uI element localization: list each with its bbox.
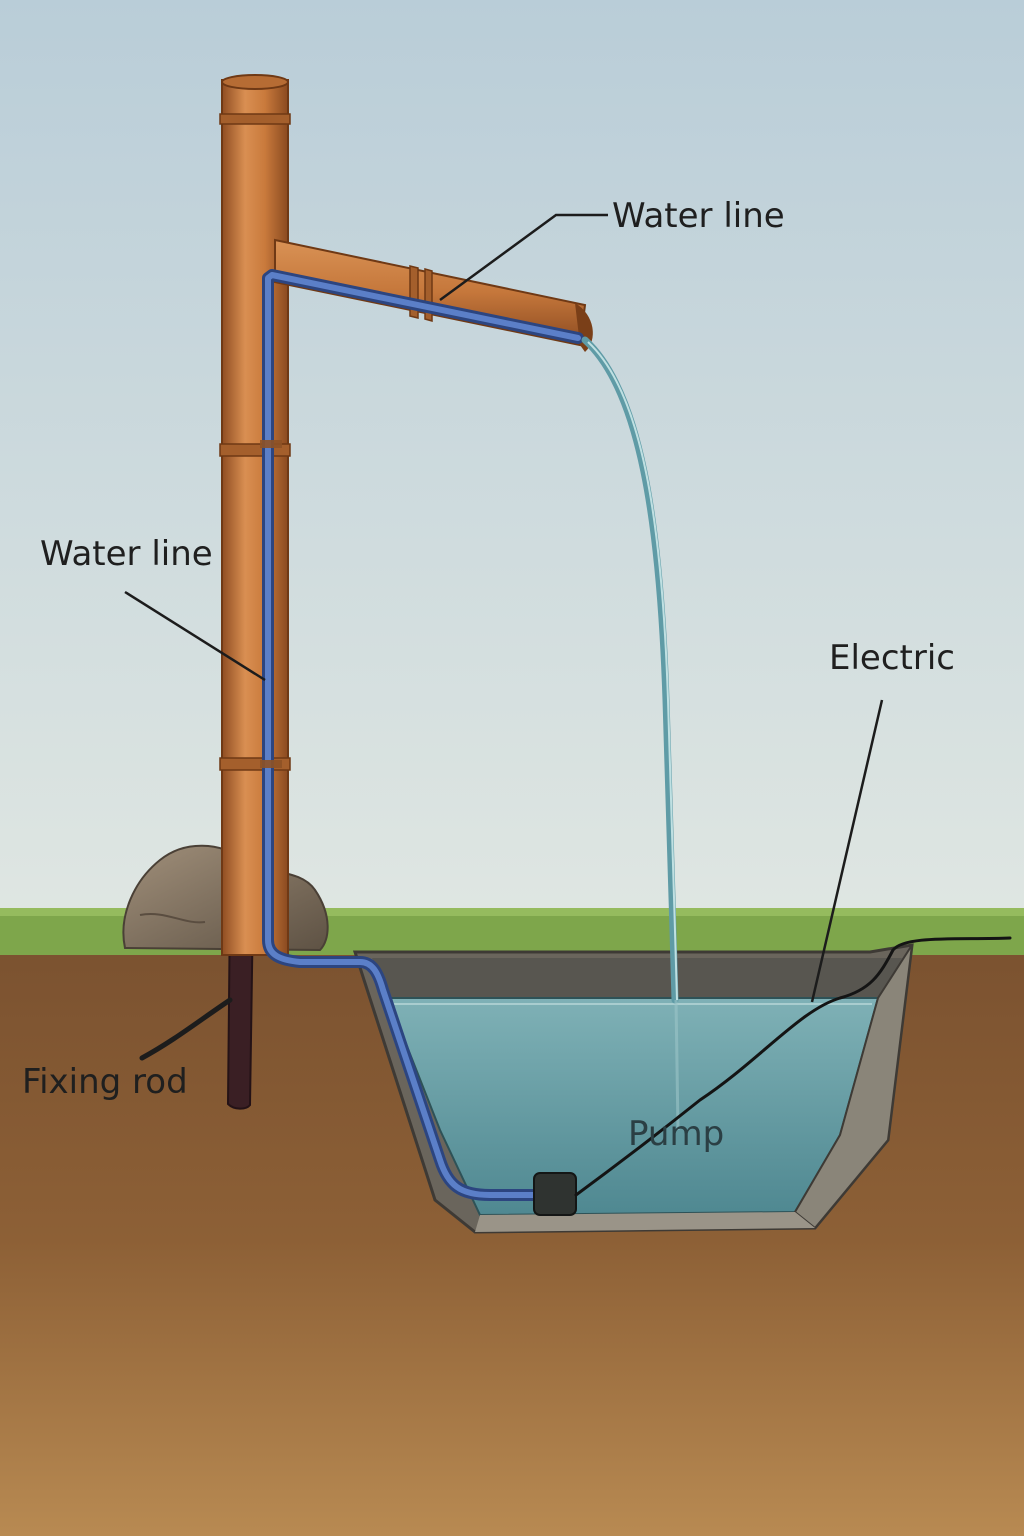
label-electric: Electric bbox=[829, 638, 955, 678]
sky bbox=[0, 0, 1024, 915]
label-fixing-rod: Fixing rod bbox=[22, 1062, 188, 1102]
label-water-line-left: Water line bbox=[40, 534, 213, 574]
leader-water-top bbox=[439, 213, 608, 302]
electric-cable bbox=[574, 936, 1012, 1197]
leader-fixing bbox=[139, 997, 233, 1061]
water-stream bbox=[581, 336, 679, 1004]
leader-electric bbox=[810, 699, 884, 1003]
pump bbox=[533, 1172, 577, 1216]
leader-water-left bbox=[124, 590, 266, 682]
label-water-line-top: Water line bbox=[612, 196, 785, 236]
copper-post bbox=[221, 79, 289, 956]
label-pump: Pump bbox=[628, 1114, 725, 1154]
